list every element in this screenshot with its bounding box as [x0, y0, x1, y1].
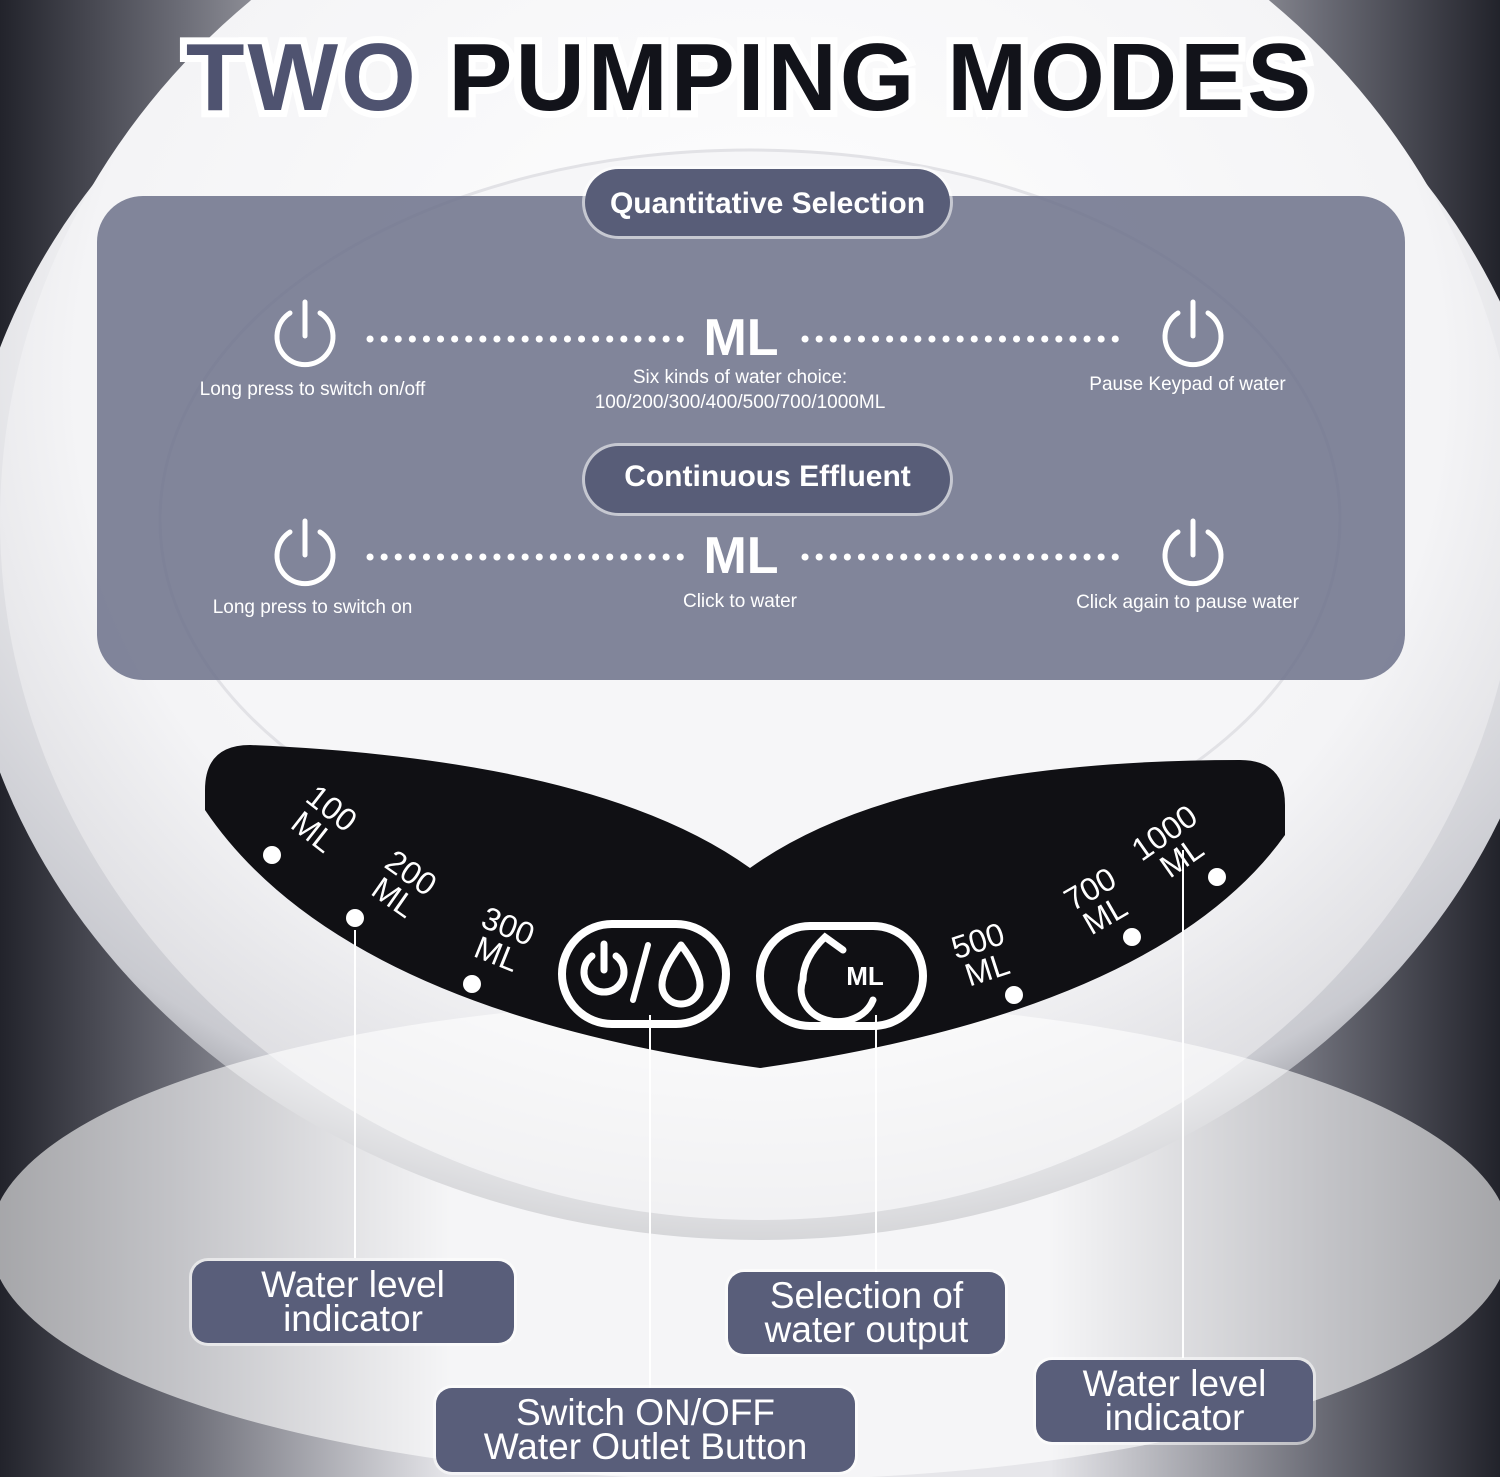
callout-line: Water level	[261, 1264, 445, 1305]
water-output-selection-button[interactable]	[756, 922, 927, 1030]
water-choice-count: Six kinds of water choice:	[632, 367, 848, 388]
callout-line: Switch ON/OFF	[515, 1392, 776, 1433]
ml-symbol: ML	[703, 309, 779, 367]
callout-line: Water Outlet Button	[483, 1426, 808, 1467]
pointer-lines	[354, 850, 1184, 1388]
switch-water-outlet-button[interactable]	[558, 920, 730, 1028]
quantitative-right-caption: Pause Keypad of water	[1089, 374, 1286, 395]
title-pumping-modes: PUMPING MODES	[441, 21, 1318, 135]
ml-symbol: ML	[703, 527, 779, 585]
modes-panel	[97, 196, 1405, 680]
water-choice-list: 100/200/300/400/500/700/1000ML	[594, 392, 886, 413]
continuous-right-caption: Click again to pause water	[1076, 592, 1299, 613]
level-indicator-dot	[1208, 868, 1226, 886]
continuous-effluent-label: Continuous Effluent	[585, 446, 950, 513]
ml-selection-icon	[797, 932, 877, 1026]
title-word-two: TWO	[179, 21, 423, 135]
water-drop-icon	[658, 941, 704, 1008]
callout-line: indicator	[1104, 1397, 1245, 1438]
callout-water-level-left: Water level indicator	[192, 1261, 514, 1343]
ml-button-label: ML	[846, 961, 884, 991]
page-title: TWO PUMPING MODES	[0, 21, 1500, 135]
level-indicator-dot	[1123, 928, 1141, 946]
quantitative-left-caption: Long press to switch on/off	[199, 379, 426, 400]
level-indicator-dot	[1005, 986, 1023, 1004]
level-indicator-dot	[263, 846, 281, 864]
callout-selection: Selection of water output	[728, 1272, 1005, 1354]
callout-line: water output	[764, 1309, 969, 1350]
quantitative-selection-label: Quantitative Selection	[585, 169, 950, 236]
level-indicator-dot	[346, 909, 364, 927]
continuous-left-caption: Long press to switch on	[212, 597, 413, 618]
quantitative-center-caption: Six kinds of water choice: 100/200/300/4…	[540, 365, 940, 415]
callout-line: Selection of	[769, 1275, 964, 1316]
power-icon	[580, 940, 628, 996]
continuous-center-caption: Click to water	[682, 591, 798, 612]
callout-line: indicator	[283, 1298, 423, 1339]
callout-water-level-right: Water level indicator	[1036, 1360, 1313, 1442]
callout-line: Water level	[1082, 1363, 1267, 1404]
level-indicator-dot	[463, 975, 481, 993]
callout-switch: Switch ON/OFF Water Outlet Button	[436, 1388, 855, 1472]
